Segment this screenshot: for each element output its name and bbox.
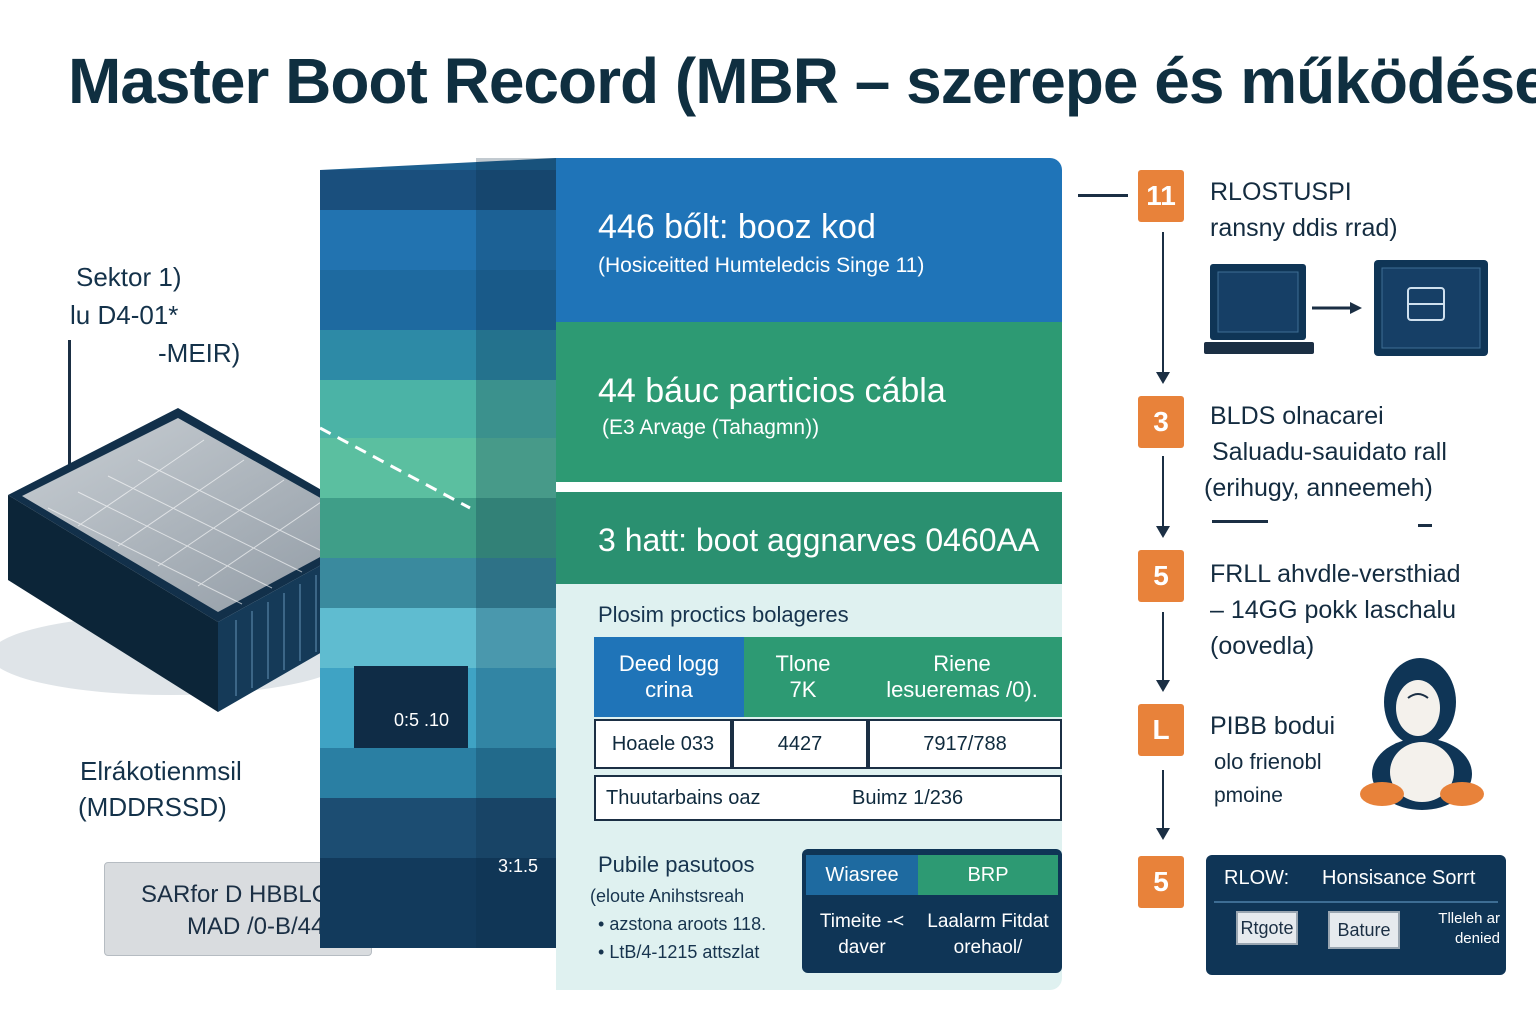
step-3-line-1: FRLL ahvdle-versthiad	[1210, 560, 1461, 588]
status-chip-1[interactable]: Rtgote	[1236, 911, 1298, 945]
callout-line	[68, 340, 71, 468]
step-badge-1: 11	[1138, 170, 1184, 222]
side-label-2: 3:1.5	[498, 856, 539, 876]
panel-partition-table: 44 báuc particios cábla (E3 Arvage (Taha…	[556, 322, 1062, 482]
sector-label-2: lu D4-01*	[70, 300, 179, 330]
table-header-2: Tlone 7K	[744, 637, 862, 717]
status-left-label: RLOW:	[1224, 867, 1290, 889]
table-row1-cell3: 7917/788	[868, 719, 1062, 769]
mini-cell-2: BRP	[918, 855, 1058, 895]
step-2-line-2: Saluadu-sauidato rall	[1212, 438, 1447, 466]
partition-table: Deed logg crina Tlone 7K Riene lesuerema…	[594, 637, 1062, 821]
step-4-line-3: pmoine	[1214, 784, 1283, 807]
table-row2-cell2: Buimz 1/236	[852, 787, 964, 809]
mini-table: Wiasree BRP Timeite -< daver Laalarm Fit…	[802, 849, 1062, 973]
step-badge-2: 3	[1138, 396, 1184, 448]
flow-arrow-3	[1156, 680, 1170, 692]
step-3-line-3: (oovedla)	[1210, 632, 1315, 660]
divider-dash-1	[1212, 520, 1268, 523]
step-badge-5: 5	[1138, 856, 1184, 908]
side-label-1: 0:5 .10	[394, 710, 450, 730]
disk-info-line-1: SARfor D HBBLO/r	[141, 881, 346, 908]
table-header-3: Riene lesueremas /0).	[862, 637, 1062, 717]
table-header-1: Deed logg crina	[594, 637, 744, 717]
status-divider	[1214, 901, 1498, 903]
table-row1-cell1: Hoaele 033	[594, 719, 732, 769]
disk-label-2: (MDDRSSD)	[78, 792, 227, 822]
step-3-line-2: – 14GG pokk laschalu	[1210, 596, 1456, 624]
mini-cell-3: Timeite -< daver	[819, 911, 905, 958]
penguin-icon	[1360, 658, 1484, 810]
status-chip-2[interactable]: Bature	[1328, 911, 1400, 949]
step-4-line-1: PIBB bodui	[1210, 712, 1336, 740]
page-title: Master Boot Record (MBR – szerepe és műk…	[68, 45, 1536, 117]
connector-dash	[1078, 194, 1128, 197]
step-2-line-1: BLDS olnacarei	[1210, 402, 1384, 430]
flow-arrow-1	[1156, 372, 1170, 384]
section-title: Plosim proctics bolageres	[598, 602, 849, 627]
panel1-sub: (Hosiceitted Humteledcis Singe 11)	[598, 254, 925, 277]
status-note: Tlleleh ar denied	[1438, 910, 1500, 947]
bottom-title: Pubile pasutoos	[598, 852, 755, 877]
flow-arrow-2	[1156, 526, 1170, 538]
divider-dash-2	[1418, 524, 1432, 527]
table-row1-cell2: 4427	[732, 719, 868, 769]
disk-info-line-2: MAD /0-B/440)	[187, 913, 346, 940]
flow-line-3	[1162, 612, 1164, 682]
panel2-sub: (E3 Arvage (Tahagmn))	[602, 416, 820, 439]
computer-icon	[1204, 264, 1314, 354]
bullet-2: • LtB/4-1215 attszlat	[598, 942, 760, 962]
status-panel: RLOW: Honsisance Sorrt Rtgote Bature Tll…	[1206, 855, 1506, 975]
bullet-2-text: LtB/4-1215 attszlat	[609, 942, 760, 962]
panel-boot-code: 446 bőlt: booz kod (Hosiceitted Humteled…	[556, 158, 1062, 322]
panel-boot-signature: 3 hatt: boot aggnarves 0460AA	[556, 492, 1062, 584]
bullet-1-text: azstona aroots 118.	[609, 914, 767, 934]
sector-label-3: -MEIR)	[158, 338, 241, 368]
step-2-line-3: (erihugy, anneemeh)	[1204, 474, 1433, 502]
mini-cell-4: Laalarm Fitdatorehaol/	[927, 911, 1049, 958]
flow-line-1	[1162, 232, 1164, 372]
table-row2-cell1: Thuutarbains oaz	[594, 775, 1062, 821]
arrow-right-icon	[1312, 302, 1362, 314]
panel2-title: 44 báuc particios cábla	[598, 372, 946, 410]
flow-arrow-4	[1156, 828, 1170, 840]
mini-cell-1: Wiasree	[806, 855, 918, 895]
status-right-label: Honsisance Sorrt	[1322, 867, 1476, 889]
panel1-title: 446 bőlt: booz kod	[598, 208, 876, 246]
sector-label-1: Sektor 1)	[76, 262, 182, 292]
flow-line-4	[1162, 770, 1164, 832]
disk-label-1: Elrákotienmsil	[80, 756, 242, 786]
bottom-sub: (eloute Anihstsreah	[590, 886, 745, 906]
panel3-title: 3 hatt: boot aggnarves 0460AA	[598, 522, 1040, 558]
step-badge-3: 5	[1138, 550, 1184, 602]
step-4-line-2: olo frienobl	[1214, 749, 1322, 774]
flow-line-2	[1162, 456, 1164, 528]
mbr-stack-side	[320, 158, 556, 948]
step-badge-4: L	[1138, 704, 1184, 756]
drive-icon	[1374, 260, 1488, 356]
step-1-line-2: ransny ddis rrad)	[1210, 214, 1398, 242]
bullet-1: • azstona aroots 118.	[598, 914, 767, 934]
step-1-line-1: RLOSTUSPI	[1210, 178, 1352, 206]
